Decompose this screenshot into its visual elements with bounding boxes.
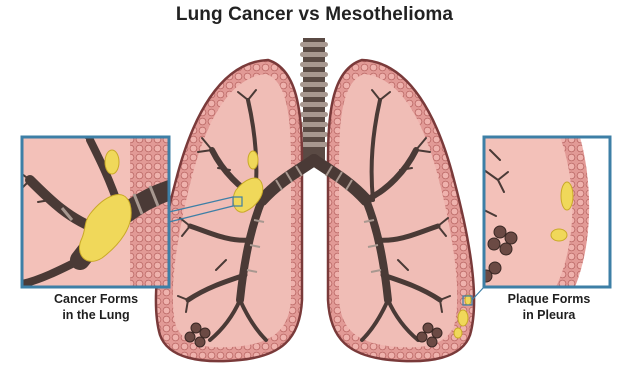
right-lung bbox=[328, 60, 474, 361]
trachea bbox=[300, 38, 328, 160]
callout-label-mesothelioma: Plaque Forms in Pleura bbox=[494, 291, 604, 323]
callout-left-line1: Cancer Forms bbox=[36, 291, 156, 307]
callout-left-line2: in the Lung bbox=[36, 307, 156, 323]
callout-right-line1: Plaque Forms bbox=[494, 291, 604, 307]
callout-right-line2: in Pleura bbox=[494, 307, 604, 323]
callout-label-lung-cancer: Cancer Forms in the Lung bbox=[36, 291, 156, 323]
zoom-box-mesothelioma bbox=[480, 137, 610, 287]
zoom-box-lung-cancer bbox=[22, 134, 170, 287]
